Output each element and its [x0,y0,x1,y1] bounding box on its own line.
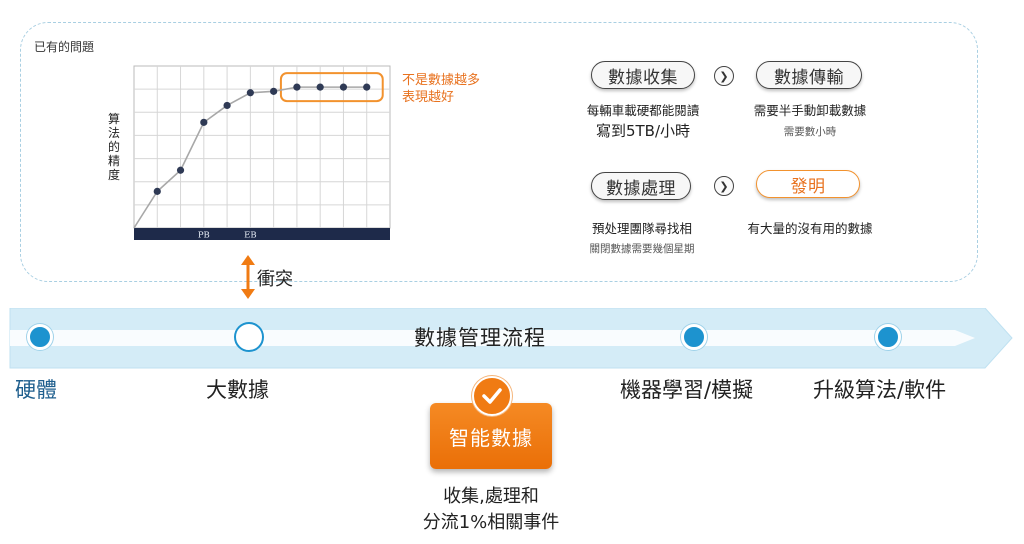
data-transfer-pill: 數據傳輸 [756,61,862,89]
smart-data-description: 收集,處理和 分流1%相關事件 [396,484,586,536]
chart-data-point [153,187,161,195]
data-collection-pill: 數據收集 [591,61,695,89]
timeline-band-label: 數據管理流程 [414,326,546,350]
chart-data-point [293,83,301,91]
timeline-node-big-data [234,322,264,352]
stage-label-hardware: 硬體 [15,378,57,402]
data-collection-desc-2: 寫到5TB/小時 [595,122,691,140]
conflict-label: 衝突 [257,269,293,290]
chart-highlight-box [279,72,384,103]
discovery-pill: 發明 [756,170,860,198]
chart-annotation-line-1: 不是數據越多 [402,73,481,88]
chart-y-axis-label: 算法的精度 [107,112,120,182]
stage-label-upgrade: 升級算法/軟件 [813,378,947,402]
chart-plot-area [133,65,391,229]
data-transfer-desc-1: 需要半手動卸載數據 [753,103,867,118]
chart-data-point [246,89,254,97]
chart-x-tick-label: PB [198,231,210,241]
conflict-arrow-icon [241,255,255,299]
smart-data-desc-line-2: 分流1%相關事件 [422,512,560,533]
smart-data-desc-line-1: 收集,處理和 [443,486,539,507]
stage-label-big-data: 大數據 [206,378,269,402]
data-collection-desc-1: 每輛車載硬都能閱讀 [586,103,700,118]
chart-data-point [316,83,324,91]
discovery-desc-1: 有大量的沒有用的數據 [747,221,873,236]
timeline-node-hardware [27,324,53,350]
arrow-right-icon: ❯ [714,176,734,196]
chart-annotation: 不是數據越多 表現越好 [402,72,480,106]
chart-data-point [223,101,231,110]
data-processing-desc-2: 關閉數據需要幾個星期 [589,243,695,255]
chart-data-point [339,83,348,91]
chart-x-tick-label: EB [244,231,256,241]
timeline-node-upgrade [875,324,901,350]
arrow-right-icon: ❯ [714,66,734,86]
check-icon [472,376,512,416]
problem-box-title: 已有的問題 [34,40,95,54]
timeline-node-machine-learning [681,324,707,350]
smart-data-box: 智能數據 [430,403,552,469]
accuracy-chart: PB EB [133,65,391,241]
data-transfer-desc-2: 需要數小時 [783,126,837,138]
problem-box [20,22,978,282]
chart-data-point [363,83,371,91]
chart-data-point [176,166,185,174]
chart-data-point [270,87,278,95]
data-processing-pill: 數據處理 [591,172,691,200]
chart-x-axis-bar [134,228,390,240]
stage-label-machine-learning: 機器學習/模擬 [620,378,754,402]
chart-data-point [200,118,208,126]
chart-annotation-line-2: 表現越好 [402,90,455,105]
data-processing-desc-1: 預处理團隊尋找相 [591,221,692,236]
